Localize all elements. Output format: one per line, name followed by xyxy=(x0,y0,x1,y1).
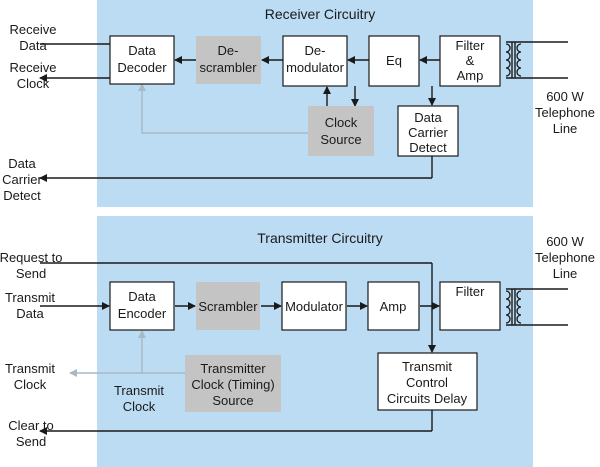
transmit-control-block: Transmit Control Circuits Delay xyxy=(377,352,478,411)
svg-text:Telephone: Telephone xyxy=(535,250,595,265)
svg-text:Carrier: Carrier xyxy=(2,172,42,187)
transmitter-panel xyxy=(97,216,533,467)
filter-amp-block: Filter & Amp xyxy=(439,35,501,87)
svg-text:Clock: Clock xyxy=(14,377,47,392)
svg-text:Clear to: Clear to xyxy=(8,418,54,433)
svg-text:Data: Data xyxy=(19,38,47,53)
transmitter-telephone-line-label: 600 W Telephone Line xyxy=(535,234,595,281)
svg-text:Request to: Request to xyxy=(0,250,62,265)
svg-text:Amp: Amp xyxy=(380,299,407,314)
receiver-telephone-line-label: 600 W Telephone Line xyxy=(535,89,595,136)
svg-text:Scrambler: Scrambler xyxy=(198,299,258,314)
data-decoder-block: Data Decoder xyxy=(109,35,175,85)
svg-text:Data: Data xyxy=(414,110,442,125)
svg-text:600 W: 600 W xyxy=(546,234,584,249)
data-carrier-detect-block: Data Carrier Detect xyxy=(397,105,459,157)
modulator-block: Modulator xyxy=(281,281,347,331)
transmitter-clock-block: Transmitter Clock (Timing) Source xyxy=(185,355,281,412)
svg-text:Telephone: Telephone xyxy=(535,105,595,120)
receiver-wires xyxy=(39,41,568,182)
clock-source-block: Clock Source xyxy=(308,106,374,156)
svg-text:Line: Line xyxy=(553,121,578,136)
request-to-send-label: Request to Send xyxy=(0,250,62,281)
transmitter-transformer-icon xyxy=(505,289,522,325)
clear-to-send-label: Clear to Send xyxy=(8,418,54,449)
svg-text:Clock: Clock xyxy=(325,115,358,130)
svg-text:Transmit: Transmit xyxy=(114,383,164,398)
svg-text:Data: Data xyxy=(128,43,156,58)
descrambler-block: De- scrambler xyxy=(196,36,261,84)
svg-text:Data: Data xyxy=(8,156,36,171)
eq-block: Eq xyxy=(368,35,420,87)
svg-text:Clock: Clock xyxy=(123,399,156,414)
transmit-clock-label: Transmit Clock xyxy=(5,361,55,392)
svg-text:Clock: Clock xyxy=(17,76,50,91)
svg-text:Carrier: Carrier xyxy=(408,125,448,140)
svg-text:Detect: Detect xyxy=(3,188,41,203)
svg-text:modulator: modulator xyxy=(286,60,344,75)
svg-text:Transmit: Transmit xyxy=(402,359,452,374)
svg-text:Detect: Detect xyxy=(409,140,447,155)
svg-text:&: & xyxy=(466,53,475,68)
svg-text:Filter: Filter xyxy=(456,38,486,53)
svg-text:Filter: Filter xyxy=(456,284,486,299)
svg-text:De-: De- xyxy=(218,43,239,58)
transmitter-wires xyxy=(39,262,568,435)
svg-text:De-: De- xyxy=(305,43,326,58)
transmit-clock-inner-label: Transmit Clock xyxy=(114,383,164,414)
svg-text:scrambler: scrambler xyxy=(199,60,257,75)
svg-text:Eq: Eq xyxy=(386,53,402,68)
svg-text:Clock (Timing): Clock (Timing) xyxy=(191,377,274,392)
receive-data-label: Receive Data xyxy=(10,22,57,53)
svg-text:Line: Line xyxy=(553,266,578,281)
svg-text:Send: Send xyxy=(16,434,46,449)
receiver-panel xyxy=(97,0,533,207)
svg-text:Receive: Receive xyxy=(10,22,57,37)
svg-text:Transmit: Transmit xyxy=(5,290,55,305)
svg-text:Modulator: Modulator xyxy=(285,299,343,314)
svg-text:Encoder: Encoder xyxy=(118,306,167,321)
receiver-transformer-icon xyxy=(505,42,522,78)
svg-text:Data: Data xyxy=(16,306,44,321)
transmit-data-label: Transmit Data xyxy=(5,290,55,321)
transmitter-title: Transmitter Circuitry xyxy=(257,230,383,246)
svg-text:Control: Control xyxy=(406,375,448,390)
amp-block: Amp xyxy=(367,281,420,331)
svg-text:Source: Source xyxy=(212,393,253,408)
data-encoder-block: Data Encoder xyxy=(109,281,175,331)
svg-text:600 W: 600 W xyxy=(546,89,584,104)
svg-text:Transmitter: Transmitter xyxy=(200,361,266,376)
data-carrier-detect-label: Data Carrier Detect xyxy=(2,156,42,203)
svg-text:Circuits Delay: Circuits Delay xyxy=(387,391,468,406)
scrambler-block: Scrambler xyxy=(196,282,260,330)
svg-text:Transmit: Transmit xyxy=(5,361,55,376)
svg-text:Send: Send xyxy=(16,266,46,281)
svg-text:Decoder: Decoder xyxy=(117,60,167,75)
svg-text:Data: Data xyxy=(128,289,156,304)
receiver-title: Receiver Circuitry xyxy=(265,6,375,22)
demodulator-block: De- modulator xyxy=(282,35,348,87)
svg-text:Receive: Receive xyxy=(10,60,57,75)
svg-text:Amp: Amp xyxy=(457,68,484,83)
filter-block: Filter xyxy=(439,281,501,331)
receive-clock-label: Receive Clock xyxy=(10,60,57,91)
svg-text:Source: Source xyxy=(320,132,361,147)
